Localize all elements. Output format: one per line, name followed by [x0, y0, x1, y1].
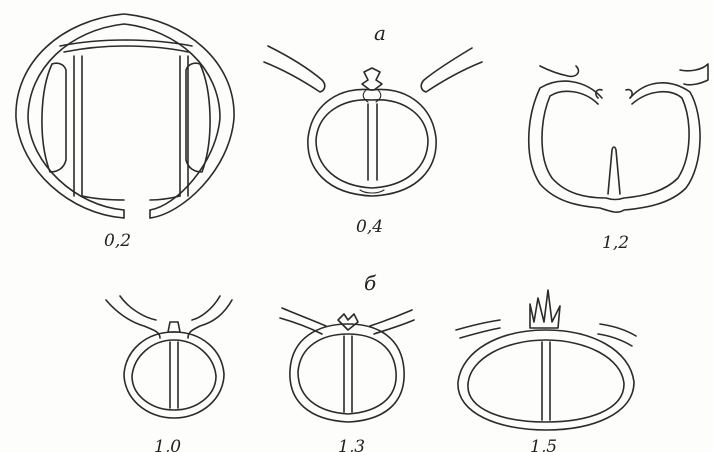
section-label-b3: 1,5 [530, 437, 557, 452]
section-a2-drawing [264, 46, 482, 196]
section-label-a2: 0,4 [356, 217, 383, 237]
section-label-b1: 1,0 [154, 437, 181, 452]
section-label-a1: 0,2 [104, 231, 131, 251]
group-label-b: б [364, 271, 377, 295]
group-label-a: а [374, 21, 386, 45]
section-b3-drawing [456, 290, 636, 430]
section-a3-drawing [529, 64, 708, 212]
section-label-a3: 1,2 [602, 233, 629, 253]
section-label-b2: 1,3 [338, 437, 365, 452]
section-b1-drawing [106, 296, 232, 418]
section-a1-drawing [16, 14, 234, 218]
section-b2-drawing [280, 308, 414, 422]
